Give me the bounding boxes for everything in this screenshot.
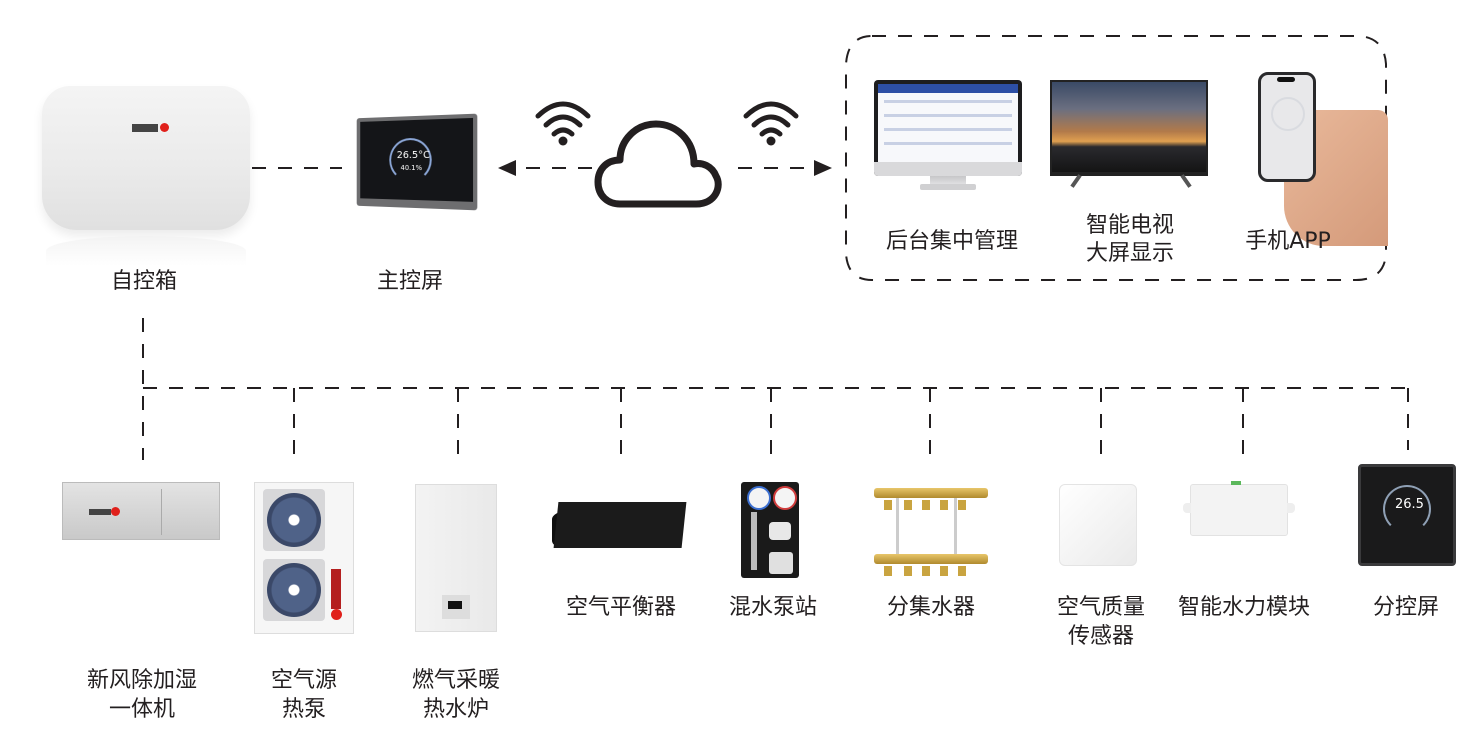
- fresh-air-unit[interactable]: [62, 482, 220, 540]
- heat-pump-label-line1: 空气源: [270, 668, 337, 693]
- mixing-pump-station[interactable]: [741, 482, 799, 578]
- boiler-label-line2: 热水炉: [422, 697, 489, 722]
- heat-pump-label-line2: 热泵: [281, 697, 326, 722]
- main-screen-device[interactable]: 26.5°C 40.1%: [356, 113, 478, 211]
- monitor-base: [920, 184, 976, 190]
- remote-access-dashed-box: [845, 35, 1387, 281]
- boiler-label-line1: 燃气采暖: [411, 668, 500, 693]
- gas-boiler[interactable]: [415, 484, 497, 632]
- smart-tv-label-line1: 智能电视: [1085, 213, 1174, 238]
- fresh-air-label-line2: 一体机: [108, 697, 175, 722]
- arrow-right-icon: [814, 160, 832, 176]
- sub-control-screen[interactable]: 26.5: [1358, 464, 1456, 566]
- backend-management-label: 后台集中管理: [885, 229, 1018, 254]
- air-balancer[interactable]: [553, 502, 687, 548]
- wifi-dot: [558, 136, 568, 146]
- cloud-icon: [594, 120, 722, 208]
- air-quality-sensor[interactable]: [1059, 484, 1137, 566]
- wifi-icon: [743, 101, 799, 137]
- main-screen-label: 主控屏: [376, 269, 443, 294]
- control-box-reflection: [46, 236, 246, 266]
- pump-station-label: 混水泵站: [728, 595, 817, 620]
- smart-tv[interactable]: [1050, 80, 1208, 176]
- control-box-device[interactable]: [42, 86, 250, 230]
- sub-screen-label: 分控屏: [1372, 595, 1439, 620]
- arrow-left-icon: [498, 160, 516, 176]
- sub-screen-temp: 26.5: [1395, 497, 1424, 512]
- brand-logo: [132, 124, 158, 132]
- hydraulic-module-label: 智能水力模块: [1177, 595, 1310, 620]
- air-balancer-label: 空气平衡器: [565, 595, 676, 620]
- fresh-air-label-line1: 新风除加湿: [86, 668, 197, 693]
- sensor-label-line2: 传感器: [1067, 624, 1134, 649]
- smart-tv-label-line2: 大屏显示: [1085, 241, 1174, 266]
- desktop-monitor[interactable]: [874, 80, 1022, 176]
- monitor-stand: [930, 176, 966, 186]
- manifold-label: 分集水器: [886, 595, 975, 620]
- smartphone[interactable]: [1258, 72, 1316, 182]
- control-box-label: 自控箱: [110, 269, 177, 294]
- main-screen-humidity: 40.1%: [400, 163, 423, 173]
- wifi-dot: [766, 136, 776, 146]
- air-source-heat-pump[interactable]: [254, 482, 354, 634]
- sensor-label-line1: 空气质量: [1056, 595, 1145, 620]
- brand-logo-dot: [160, 123, 169, 132]
- main-screen-temp: 26.5°C: [396, 149, 430, 162]
- mobile-app-label: 手机APP: [1245, 229, 1331, 254]
- hydraulic-module[interactable]: [1183, 481, 1295, 536]
- water-manifold[interactable]: [874, 488, 988, 578]
- wifi-icon: [535, 101, 591, 137]
